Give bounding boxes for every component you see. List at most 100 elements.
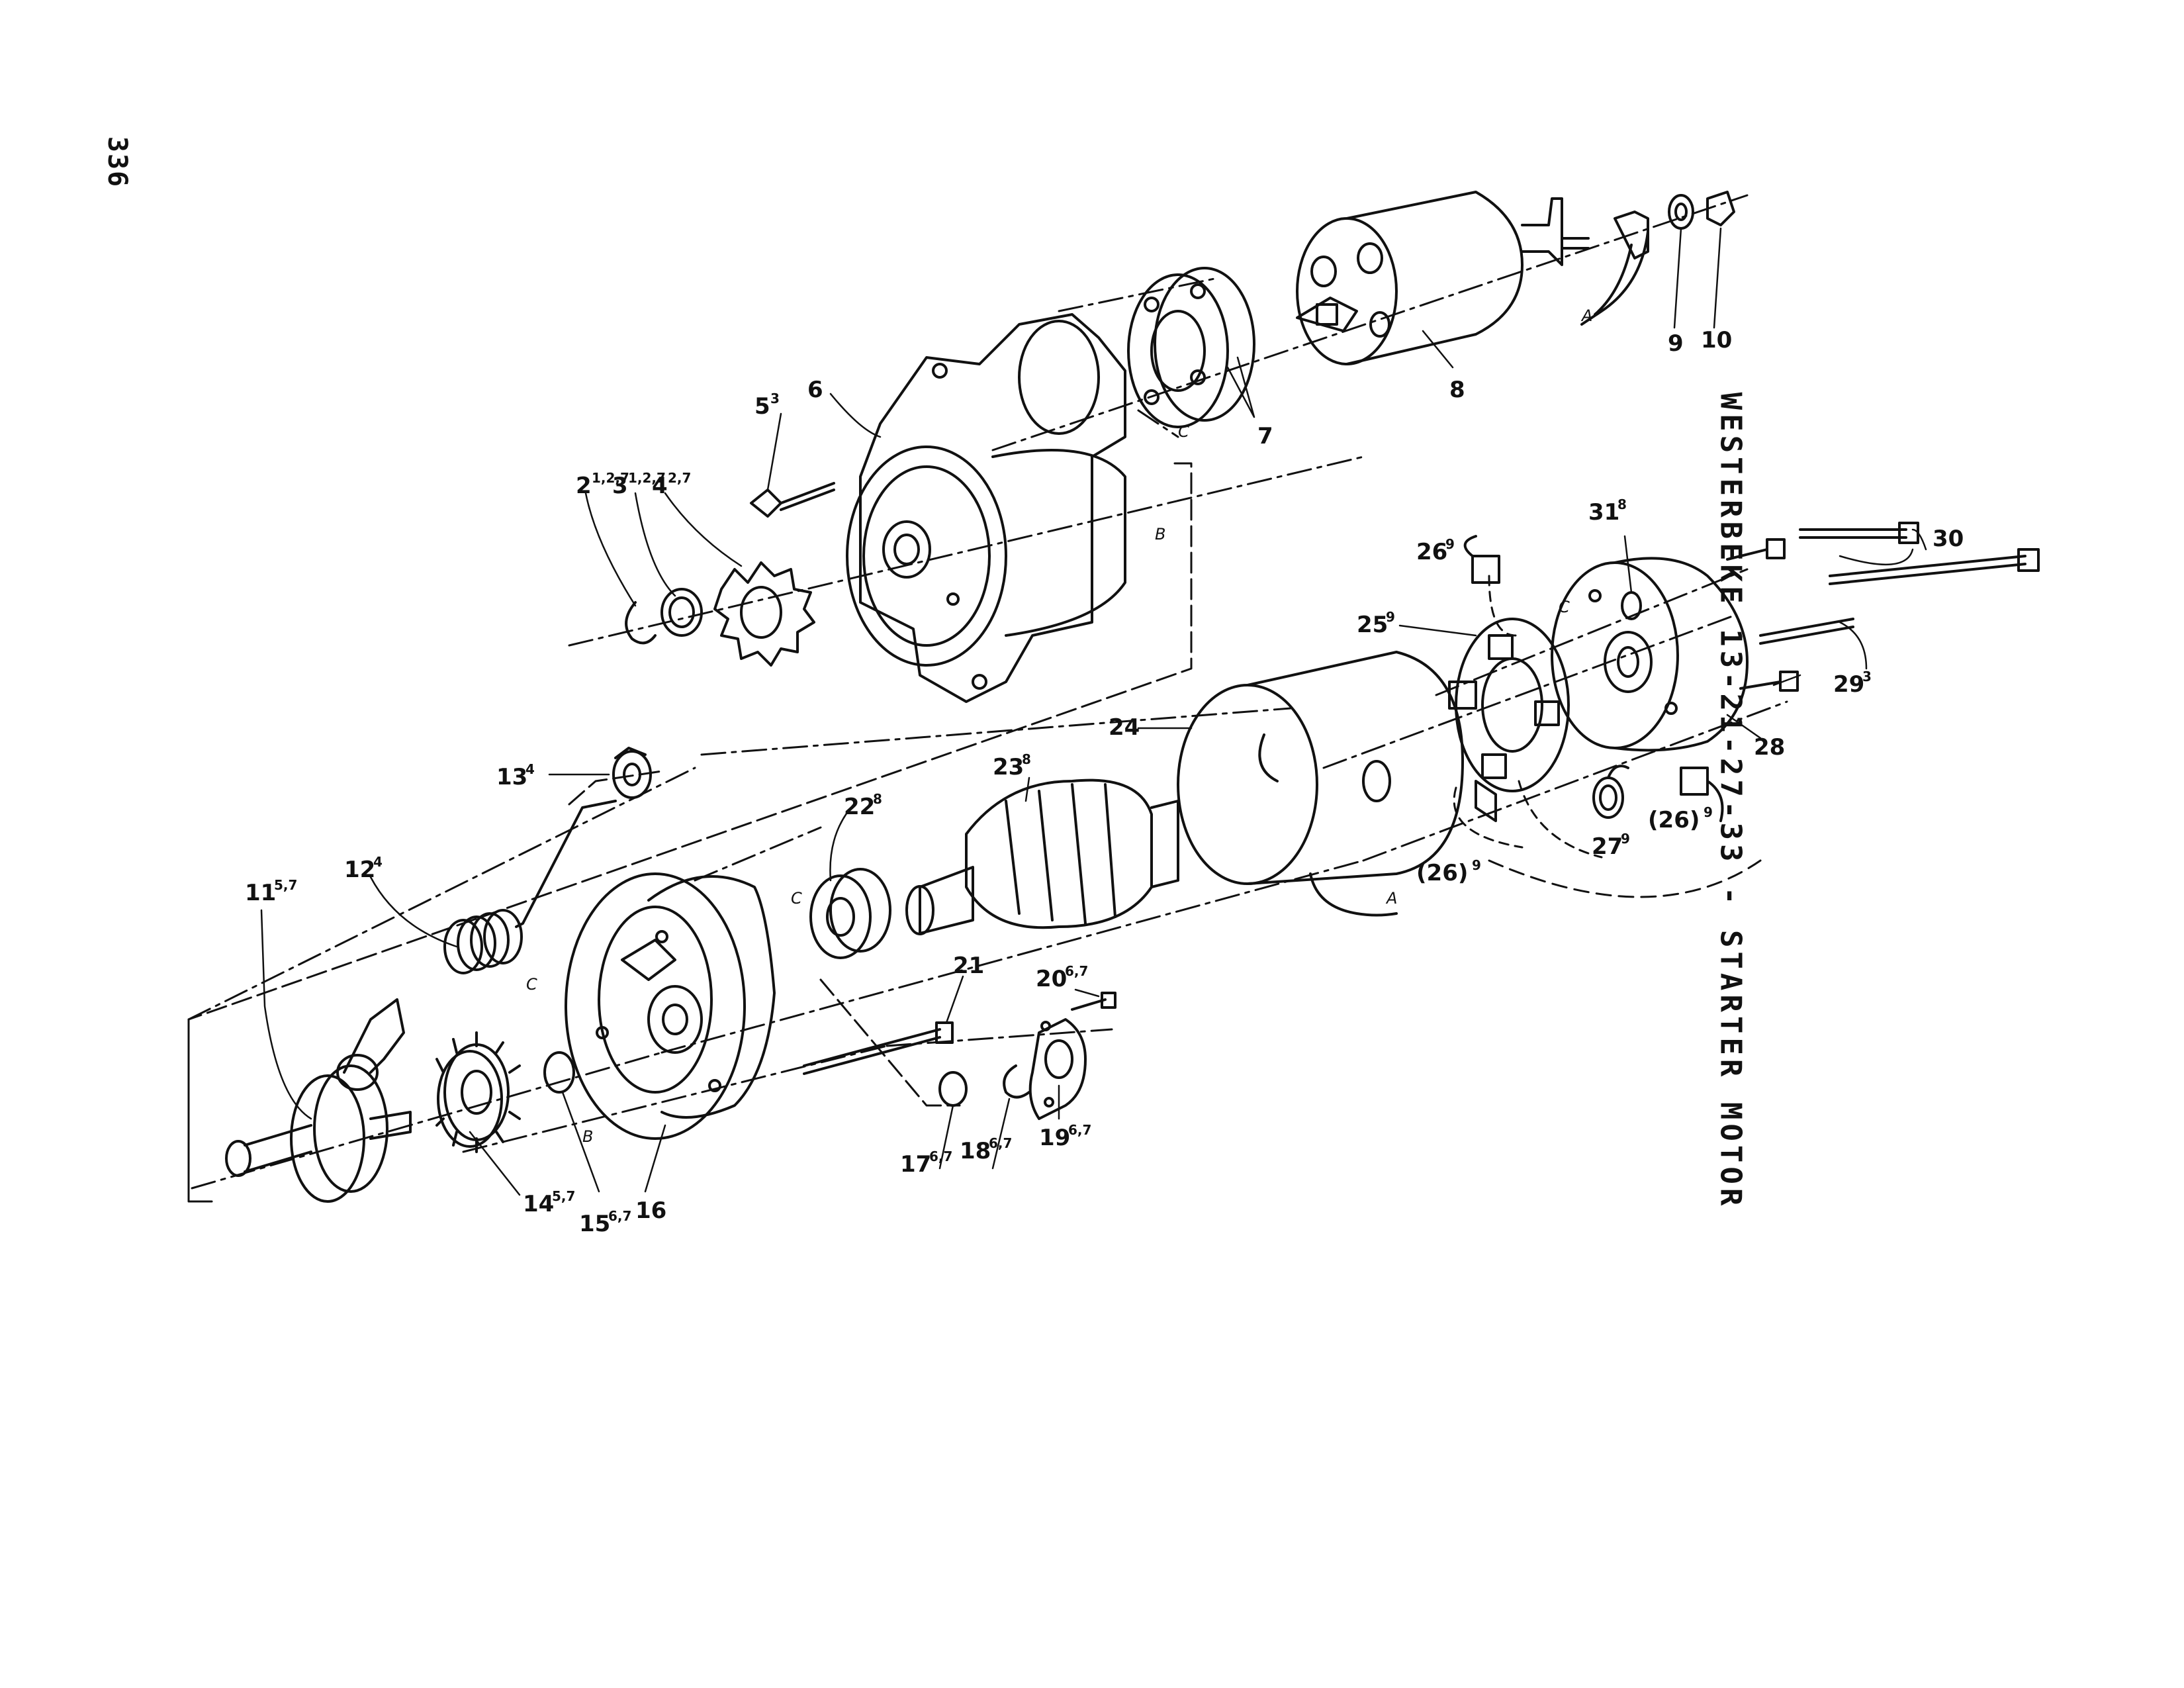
screw-part-20: [1071, 992, 1116, 1011]
callout-c31: 318: [1588, 496, 1627, 526]
callout-superscript: 9: [1386, 609, 1395, 625]
callout-number: 6: [807, 377, 823, 403]
callout-c21: 21: [953, 953, 984, 979]
callout-c16: 16: [635, 1197, 666, 1224]
callout-c18: 186,7: [960, 1135, 1012, 1164]
callout-c26a: 269: [1416, 536, 1455, 565]
callout-superscript: 1,2,7: [592, 470, 629, 486]
callout-number: 12: [344, 857, 375, 883]
callout-c6: 6: [807, 377, 823, 403]
callout-number: 13: [496, 764, 527, 790]
callout-number: 16: [635, 1197, 666, 1224]
callout-c14: 145,7: [523, 1188, 575, 1217]
callout-superscript: 6,7: [989, 1135, 1012, 1151]
callout-c19: 196,7: [1039, 1122, 1091, 1151]
callout-number: (26): [1416, 860, 1468, 886]
spring-part-12: [443, 800, 617, 974]
washer-part-15: [543, 1051, 575, 1094]
callout-superscript: 2,7: [668, 470, 691, 486]
callout-c9: 9: [1668, 330, 1684, 357]
callout-superscript: 1,2,7: [628, 470, 666, 486]
axis-lines: [187, 194, 1788, 1190]
callout-number: 8: [1449, 377, 1465, 403]
callout-c27: 279: [1592, 831, 1630, 860]
callout-number: 22: [844, 794, 875, 820]
callout-number: 18: [960, 1138, 991, 1164]
callout-number: 11: [245, 880, 276, 906]
callout-number: 5: [754, 393, 770, 420]
reference-letter-rC1: C: [1178, 422, 1189, 441]
callout-superscript: 9: [1472, 857, 1481, 873]
callout-c17: 176,7: [900, 1149, 952, 1178]
callout-superscript: 9: [1621, 831, 1630, 847]
callout-c22: 228: [844, 791, 882, 820]
callout-number: 14: [523, 1191, 554, 1217]
clip-part-18: [1003, 1064, 1030, 1099]
clutch-shaft-part-11: [225, 998, 412, 1203]
callout-superscript: 6,7: [608, 1208, 631, 1224]
callout-c24: 24: [1109, 714, 1140, 741]
callout-superscript: 8: [1617, 496, 1627, 512]
callout-superscript: 3: [1862, 669, 1872, 684]
callout-number: 2: [576, 473, 592, 499]
callout-c26c: (26)9: [1648, 804, 1713, 833]
callout-c25: 259: [1357, 609, 1395, 638]
callout-number: (26): [1648, 807, 1700, 833]
reference-letter-rC3: C: [526, 975, 537, 994]
callout-superscript: 4: [525, 761, 535, 777]
armature-part-23: [905, 778, 1179, 935]
solenoid-part-8: [1296, 191, 1590, 365]
callout-c29: 293: [1833, 669, 1872, 698]
reference-letter-rA1: A: [1580, 306, 1592, 325]
screw-part-5: [750, 482, 835, 518]
callout-c10: 10: [1701, 327, 1732, 353]
callout-number: 30: [1933, 526, 1964, 552]
callout-superscript: 8: [873, 791, 882, 807]
callout-superscript: 5,7: [552, 1188, 575, 1204]
callout-c26b: (26)9: [1416, 857, 1481, 886]
bushing-part-31: [1621, 591, 1642, 620]
bearing-part-22: [809, 868, 891, 959]
callout-c30: 30: [1933, 526, 1964, 552]
callout-c15: 156,7: [579, 1208, 631, 1237]
leader-lines: [187, 462, 1762, 1203]
callout-number: 4: [652, 473, 668, 499]
callout-c28: 28: [1754, 734, 1785, 761]
callout-superscript: 6,7: [1068, 1122, 1091, 1138]
gear-part-14: [435, 1031, 521, 1153]
callout-number: 29: [1833, 671, 1864, 698]
callout-superscript: 6,7: [929, 1149, 952, 1164]
callout-leaders: [260, 227, 1927, 1196]
callout-number: 3: [612, 473, 628, 499]
callout-number: 17: [900, 1151, 931, 1178]
callout-superscript: 5,7: [274, 877, 297, 893]
reference-letter-rA2: A: [1385, 889, 1397, 908]
callout-number: 26: [1416, 539, 1447, 565]
terminal-parts-9-10: [1580, 191, 1735, 326]
callout-superscript: 6,7: [1065, 963, 1088, 979]
callout-c20: 206,7: [1036, 963, 1088, 992]
callout-c12: 124: [344, 854, 383, 883]
end-cover-part-28: [1551, 557, 1749, 752]
brush-part-26: [1463, 535, 1500, 584]
callout-superscript: 8: [1022, 751, 1031, 767]
bolt-part-21: [803, 1021, 954, 1075]
through-bolts-part-30: [1799, 522, 2040, 585]
callout-number: 9: [1668, 330, 1684, 357]
drive-end-housing-part-16: [565, 872, 776, 1140]
callout-c23: 238: [993, 751, 1031, 780]
drive-housing-part-6: [846, 313, 1126, 703]
brush-holder-part-25: [1448, 618, 1570, 822]
reference-letter-rB2: B: [582, 1127, 593, 1146]
callout-number: 21: [953, 953, 984, 979]
pinion-assembly-parts-2-3-4: [625, 561, 815, 667]
stop-ring-part-13: [612, 747, 652, 799]
callout-c13: 134: [496, 761, 535, 790]
